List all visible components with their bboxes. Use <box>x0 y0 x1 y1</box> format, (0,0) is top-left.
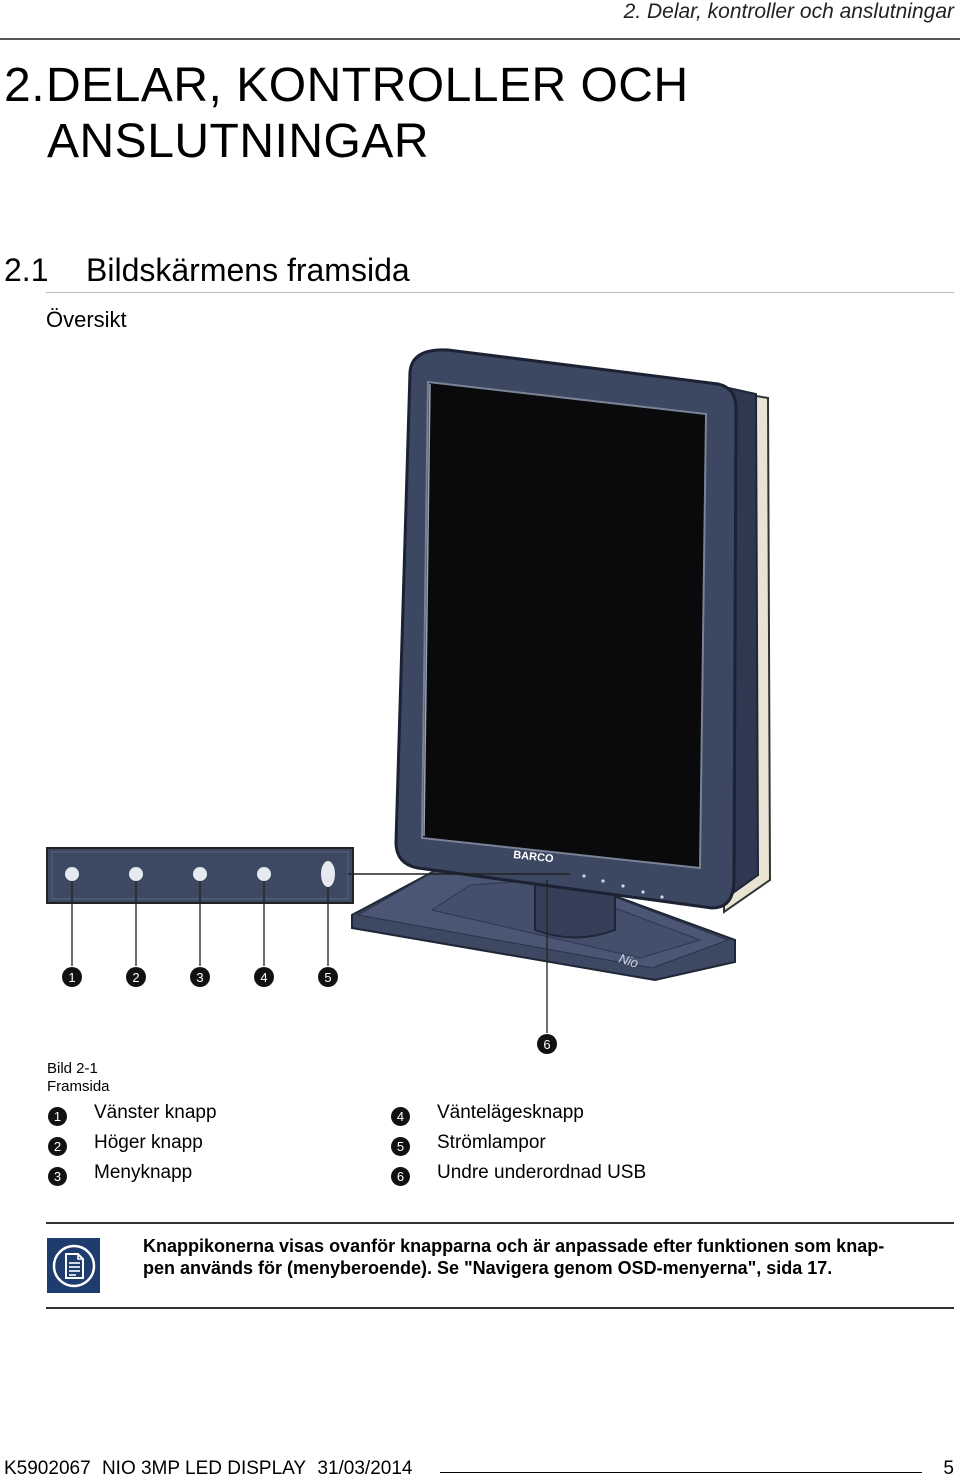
chapter-title-line1: DELAR, KONTROLLER OCH <box>46 59 689 112</box>
footer-rule <box>440 1472 922 1473</box>
bezel-button-dot <box>641 890 645 894</box>
detail-button-left <box>65 867 79 881</box>
svg-text:5: 5 <box>324 970 331 985</box>
figure-caption: Bild 2-1 Framsida <box>47 1060 110 1096</box>
callout-2: 2 <box>126 967 146 987</box>
legend-text: Vänster knapp <box>94 1102 217 1123</box>
monitor-illustration: Nio BARCO <box>46 348 772 1054</box>
note-document-icon <box>47 1238 100 1293</box>
legend-text: Höger knapp <box>94 1132 203 1153</box>
bezel-button-dot <box>601 879 605 883</box>
section-title-text: Bildskärmens framsida <box>86 252 410 288</box>
svg-text:4: 4 <box>260 970 267 985</box>
callout-6: 6 <box>537 1034 557 1054</box>
callout-4: 4 <box>254 967 274 987</box>
legend-item: 5 Strömlampor <box>391 1132 546 1156</box>
detail-button-menu <box>193 867 207 881</box>
running-header: 2. Delar, kontroller och anslutningar <box>623 0 954 23</box>
page-number: 5 <box>943 1458 954 1479</box>
model-logo: Nio <box>617 951 640 971</box>
chapter-title-line2: ANSLUTNINGAR <box>47 115 430 168</box>
svg-text:6: 6 <box>543 1037 550 1052</box>
figure-caption-title: Framsida <box>47 1078 110 1095</box>
footer-product: NIO 3MP LED DISPLAY <box>101 1458 307 1479</box>
legend-badge: 5 <box>391 1136 410 1156</box>
legend-item: 1 Vänster knapp <box>48 1102 217 1126</box>
figure-legend: 1 Vänster knapp 2 Höger knapp 3 Menyknap… <box>46 1100 946 1200</box>
callout-3: 3 <box>190 967 210 987</box>
legend-item: 3 Menyknapp <box>48 1162 193 1186</box>
note-text-line2: pen används för (menyberoende). Se "Navi… <box>143 1258 833 1278</box>
legend-badge: 1 <box>48 1106 67 1126</box>
section-rule <box>46 292 954 293</box>
note-text: Knappikonerna visas ovanför knapparna oc… <box>143 1235 955 1279</box>
note-bottom-rule <box>46 1307 954 1309</box>
figure-caption-label: Bild 2-1 <box>47 1060 98 1077</box>
legend-item: 2 Höger knapp <box>48 1132 203 1156</box>
chapter-number: 2. <box>4 59 46 112</box>
note-text-line1: Knappikonerna visas ovanför knapparna oc… <box>143 1236 885 1256</box>
detail-power-led <box>321 861 335 887</box>
footer-doc-id: K5902067 <box>4 1458 91 1479</box>
page-footer: K5902067 NIO 3MP LED DISPLAY 31/03/2014 <box>4 1458 418 1480</box>
detail-button-right <box>129 867 143 881</box>
legend-text: Menyknapp <box>94 1162 193 1183</box>
legend-badge: 6 <box>391 1166 410 1186</box>
svg-text:2: 2 <box>132 970 139 985</box>
chapter-title: 2.DELAR, KONTROLLER OCH ANSLUTNINGAR <box>4 58 689 170</box>
legend-text: Undre underordnad USB <box>437 1162 647 1183</box>
detail-button-standby <box>257 867 271 881</box>
svg-text:1: 1 <box>68 970 75 985</box>
bezel-button-dot <box>660 895 664 899</box>
section-title: 2.1 Bildskärmens framsida <box>4 252 410 289</box>
bezel-button-dot <box>582 874 586 878</box>
screen-glare <box>423 383 431 837</box>
legend-item: 4 Väntelägesknapp <box>391 1102 584 1126</box>
legend-text: Strömlampor <box>437 1132 546 1153</box>
callout-5: 5 <box>318 967 338 987</box>
legend-badge: 3 <box>48 1166 67 1186</box>
brand-logo: BARCO <box>513 849 555 865</box>
svg-text:3: 3 <box>196 970 203 985</box>
footer-date: 31/03/2014 <box>317 1458 413 1479</box>
bezel-button-dot <box>621 884 625 888</box>
legend-badge: 4 <box>391 1106 410 1126</box>
subheading: Översikt <box>46 307 127 332</box>
legend-badge: 2 <box>48 1136 67 1156</box>
monitor-screen <box>420 380 708 870</box>
header-rule <box>0 38 960 40</box>
legend-text: Väntelägesknapp <box>437 1102 584 1123</box>
legend-item: 6 Undre underordnad USB <box>391 1162 647 1186</box>
callout-1: 1 <box>62 967 82 987</box>
note-top-rule <box>46 1222 954 1224</box>
section-number: 2.1 <box>4 252 49 288</box>
monitor-figure: Nio BARCO <box>0 340 960 1060</box>
